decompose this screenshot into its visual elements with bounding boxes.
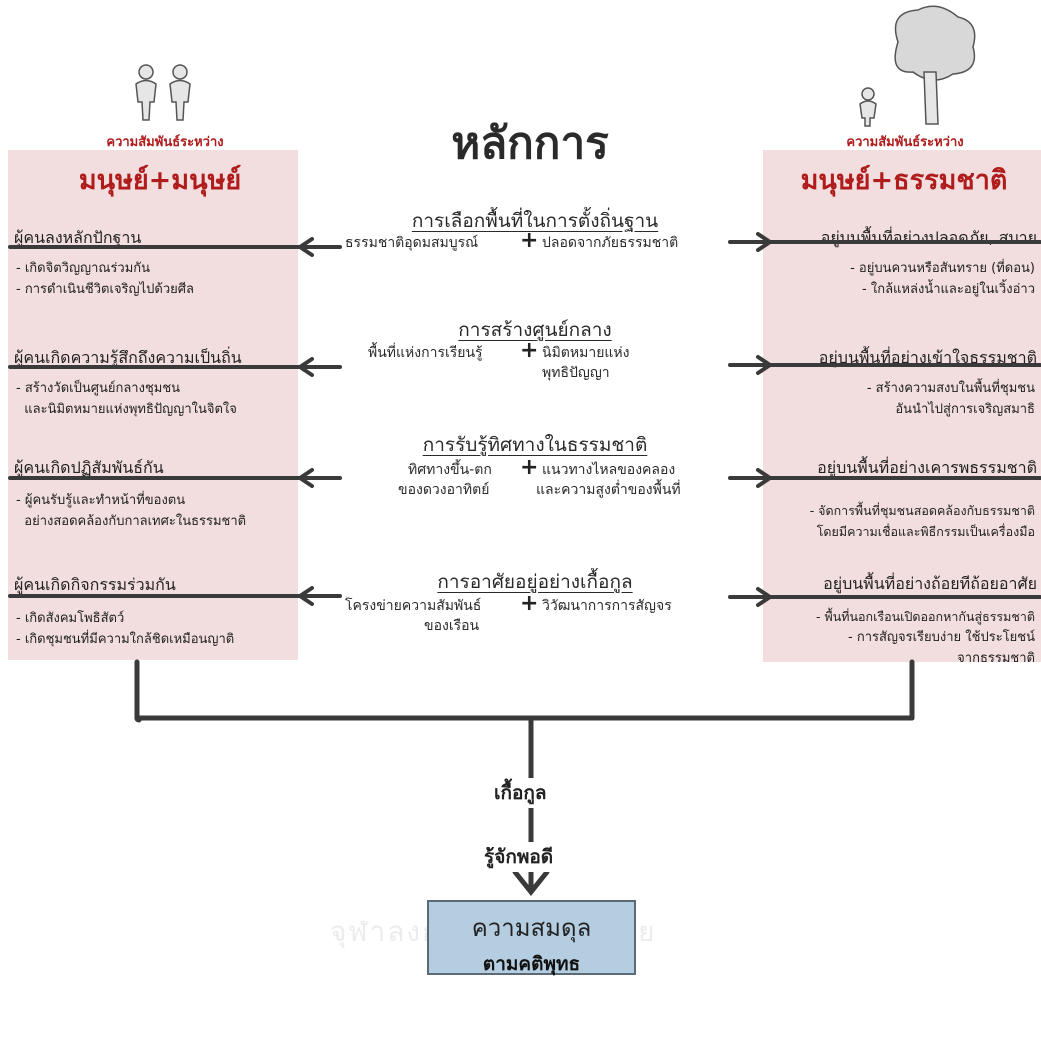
principle-title: การสร้างศูนย์กลาง: [458, 319, 612, 341]
left-item-sub: และนิมิตหมายแห่งพุทธิปัญญาในจิตใจ: [16, 402, 237, 417]
tree-person-icon: [859, 5, 976, 127]
right-item-sub: - อยู่บนควนหรือสันทราย (ที่ดอน): [850, 261, 1035, 276]
left-item-title: ผู้คนเกิดกิจกรรมร่วมกัน: [14, 575, 176, 594]
left-item-sub: - การดำเนินชีวิตเจริญไปด้วยศีล: [16, 282, 194, 297]
balance-subtitle: ตามคติพุทธ: [482, 953, 581, 975]
principle-left: ทิศทางขึ้น-ตก: [408, 462, 492, 478]
main-title: หลักการ: [451, 118, 609, 169]
right-item-sub: - จัดการพื้นที่ชุมชนสอดคล้องกับธรรมชาติ: [809, 503, 1035, 518]
left-panel: [8, 150, 298, 660]
right-item-title: อยู่บนพื้นที่อย่างเข้าใจธรรมชาติ: [818, 348, 1037, 367]
left-item-title: ผู้คนลงหลักปักฐาน: [14, 228, 142, 247]
right-item-sub: อันนำไปสู่การเจริญสมาธิ: [895, 402, 1035, 417]
people-icon: [135, 64, 191, 121]
plus-sign: +: [520, 338, 539, 363]
left-item-sub: - เกิดจิตวิญญาณร่วมกัน: [16, 261, 151, 276]
principle-right-2: พุทธิปัญญา: [542, 365, 610, 381]
right-item-sub: โดยมีความเชื่อและพิธีกรรมเป็นเครื่องมือ: [816, 524, 1035, 539]
principle-left-2: ของเรือน: [424, 618, 480, 634]
right-panel: [763, 150, 1041, 662]
left-panel-caption: ความสัมพันธ์ระหว่าง: [106, 135, 224, 150]
plus-sign: +: [520, 591, 539, 616]
principle-right: วิวัฒนาการการสัญจร: [542, 598, 672, 614]
left-item-title: ผู้คนเกิดความรู้สึกถึงความเป็นถิ่น: [14, 348, 242, 367]
balance-title: ความสมดุล: [471, 914, 592, 942]
right-item-sub: - พื้นที่นอกเรือนเปิดออกหากันสู่ธรรมชาติ: [816, 609, 1035, 624]
principle-left: ธรรมชาติอุดมสมบูรณ์: [345, 235, 479, 251]
principle-right: แนวทางไหลของคลอง: [542, 462, 676, 478]
principle-right: ปลอดจากภัยธรรมชาติ: [542, 235, 679, 251]
principle-left: พื้นที่แห่งการเรียนรู้: [368, 345, 483, 361]
left-item-sub: - ผู้คนรับรู้และทำหน้าที่ของตน: [16, 493, 186, 508]
right-panel-title: มนุษย์+ธรรมชาติ: [800, 165, 1008, 196]
right-item-title: อยู่บนพื้นที่อย่างเคารพธรรมชาติ: [817, 458, 1037, 477]
left-item-sub: อย่างสอดคล้องกับกาลเทศะในธรรมชาติ: [16, 514, 247, 529]
left-item-title: ผู้คนเกิดปฏิสัมพันธ์กัน: [14, 458, 164, 477]
principle-right: นิมิตหมายแห่ง: [542, 345, 630, 361]
right-panel-caption: ความสัมพันธ์ระหว่าง: [846, 135, 964, 150]
principle-right-2: และความสูงต่ำของพื้นที่: [536, 482, 681, 498]
left-item-sub: - เกิดชุมชนที่มีความใกล้ชิดเหมือนญาติ: [16, 632, 235, 647]
balance-box: ความสมดุล ตามคติพุทธ: [427, 900, 636, 975]
principle-title: การอาศัยอยู่อย่างเกื้อกูล: [437, 571, 633, 593]
principle-left: โครงข่ายความสัมพันธ์: [345, 598, 482, 614]
left-panel-title: มนุษย์+มนุษย์: [78, 165, 242, 196]
right-item-title: อยู่บนพื้นที่อย่างถ้อยทีถ้อยอาศัย: [823, 574, 1037, 593]
left-item-sub: - เกิดสังคมโพธิสัตว์: [16, 611, 125, 626]
principle-title: การรับรู้ทิศทางในธรรมชาติ: [422, 434, 648, 456]
left-item-sub: - สร้างวัดเป็นศูนย์กลางชุมชน: [16, 381, 181, 396]
principle-left-2: ของดวงอาทิตย์: [398, 482, 490, 498]
right-item-sub: - การสัญจรเรียบง่าย ใช้ประโยชน์: [848, 630, 1035, 645]
plus-sign: +: [520, 228, 539, 253]
right-item-sub: - สร้างความสงบในพื้นที่ชุมชน: [866, 381, 1035, 396]
flow-label-sufficiency: รู้จักพอดี: [480, 842, 558, 872]
right-item-sub: จากธรรมชาติ: [957, 651, 1035, 666]
flow-label-support: เกื้อกูล: [490, 778, 551, 808]
principle-title: การเลือกพื้นที่ในการตั้งถิ่นฐาน: [411, 210, 659, 232]
right-item-sub: - ใกล้แหล่งน้ำและอยู่ในเวิ้งอ่าว: [862, 282, 1035, 297]
plus-sign: +: [520, 455, 539, 480]
